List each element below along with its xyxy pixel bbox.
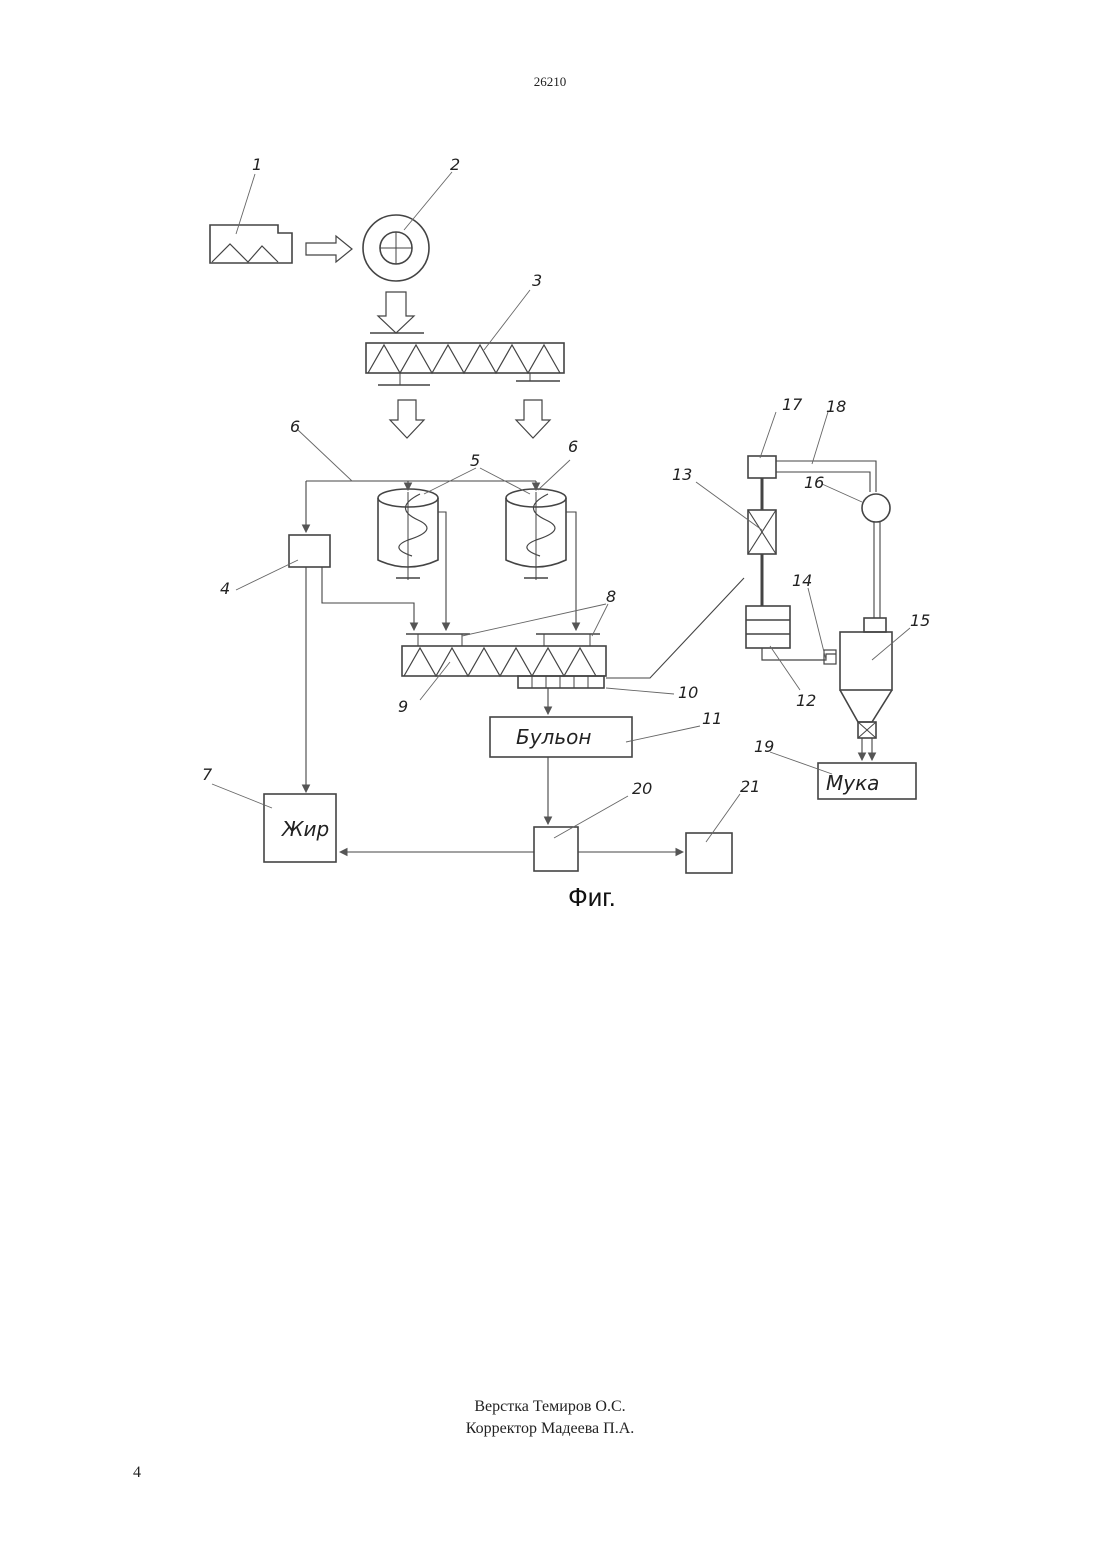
loading-hoppers-8: [406, 634, 600, 646]
hopper-unit-1: [210, 225, 292, 263]
proofreader-credit: Корректор Мадеева П.А.: [0, 1418, 1100, 1440]
digester-5-right: [506, 489, 566, 580]
callout-8: 8: [606, 587, 616, 606]
callout-4: 4: [220, 579, 230, 598]
box-21: [686, 833, 732, 873]
feed-lines-to-9: [322, 512, 576, 630]
process-flow-diagram: 1 2 3 4 5 6 6 7 8 9 10 11 12 13 14 15 16…: [0, 0, 1100, 960]
callout-18: 18: [826, 397, 846, 416]
callout-14: 14: [792, 571, 812, 590]
callout-9: 9: [398, 697, 408, 716]
callout-15: 15: [910, 611, 930, 630]
pipe-18: [776, 461, 876, 492]
diagram-canvas: 1 2 3 4 5 6 6 7 8 9 10 11 12 13 14 15 16…: [0, 0, 1100, 960]
centrifuge-20: [534, 827, 578, 871]
screw-conveyor-3: [366, 333, 564, 385]
callout-5: 5: [470, 451, 480, 470]
line-9-to-12: [606, 578, 744, 678]
callout-6-right: 6: [568, 437, 578, 456]
arrow-1-to-2: [306, 236, 352, 262]
callout-16: 16: [804, 473, 824, 492]
flour-label: Мука: [826, 771, 879, 795]
outlet-grate-10: [518, 676, 604, 688]
separator-4: [289, 535, 330, 567]
screw-press-9: [402, 646, 606, 676]
callout-labels: 1 2 3 4 5 6 6 7 8 9 10 11 12 13 14 15 16…: [202, 155, 930, 798]
callout-11: 11: [702, 709, 722, 728]
callout-21: 21: [740, 777, 760, 796]
dryer-12: [746, 606, 790, 648]
riser-to-15: [874, 522, 880, 618]
figure-caption: Фиг.: [568, 882, 616, 912]
cyclone-15: [840, 618, 892, 760]
credits-block: Верстка Темиров О.С. Корректор Мадеева П…: [0, 1396, 1100, 1440]
page-number: 4: [133, 1464, 141, 1482]
callout-2: 2: [450, 155, 460, 174]
broth-label: Бульон: [516, 725, 591, 749]
callout-12: 12: [796, 691, 816, 710]
unit-17: [748, 456, 776, 478]
callout-6-left: 6: [290, 417, 300, 436]
arrow-3-to-5-right: [516, 400, 550, 438]
arrow-2-to-3: [378, 292, 414, 333]
callout-3: 3: [532, 271, 542, 290]
grinder-unit-2: [363, 215, 429, 281]
callout-10: 10: [678, 683, 698, 702]
callout-7: 7: [202, 765, 213, 784]
fat-label: Жир: [280, 817, 329, 841]
callout-20: 20: [632, 779, 652, 798]
digester-5-left: [378, 489, 438, 580]
callout-1: 1: [252, 155, 262, 174]
arrow-3-to-5-left: [390, 400, 424, 438]
fan-16: [862, 494, 890, 522]
callout-19: 19: [754, 737, 774, 756]
callout-17: 17: [782, 395, 803, 414]
callout-13: 13: [672, 465, 692, 484]
layout-credit: Верстка Темиров О.С.: [0, 1396, 1100, 1418]
heater-13: [748, 510, 776, 554]
